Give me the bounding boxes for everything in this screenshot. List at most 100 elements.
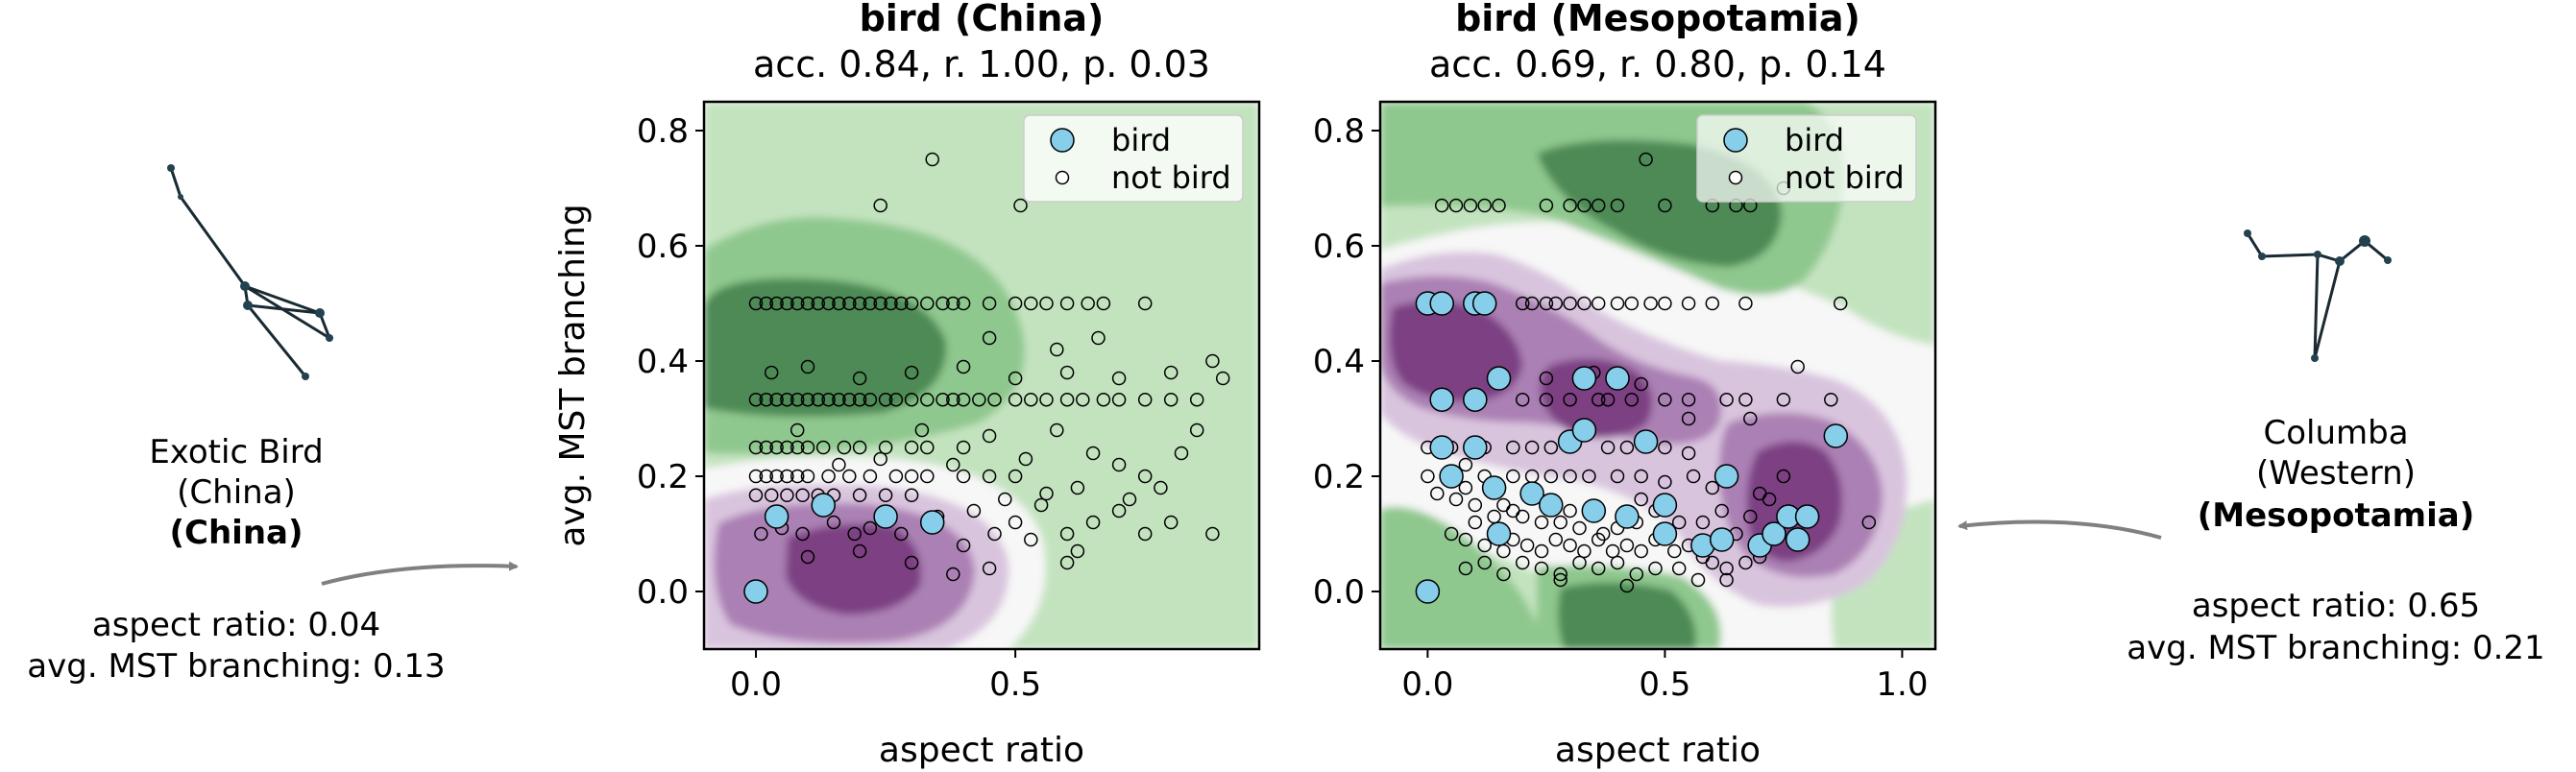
data-point-not-bird <box>1205 353 1220 369</box>
legend-marker-not-bird <box>1728 170 1743 185</box>
data-point-not-bird <box>904 392 919 407</box>
data-point-not-bird <box>1563 296 1577 311</box>
left-constellation-stars <box>167 164 333 380</box>
data-point-not-bird <box>1705 296 1720 311</box>
data-point-not-bird <box>852 392 867 407</box>
right-example-culture: (Mesopotamia) <box>2198 496 2475 535</box>
legend-marker-bird <box>1723 128 1748 153</box>
data-point-not-bird <box>852 296 867 311</box>
data-point-not-bird <box>878 440 893 455</box>
data-point-not-bird <box>1619 578 1635 593</box>
data-point-not-bird <box>1174 446 1189 461</box>
data-point-not-bird <box>1629 567 1644 582</box>
data-point-not-bird <box>904 296 919 311</box>
data-point-not-bird <box>1553 572 1567 588</box>
data-point-not-bird <box>1648 561 1663 576</box>
data-point-not-bird <box>1743 509 1758 524</box>
data-point-not-bird <box>1430 486 1445 501</box>
data-point-not-bird <box>1658 474 1672 490</box>
data-point-bird <box>1429 387 1454 412</box>
legend-label-not-bird: not bird <box>1785 159 1905 196</box>
data-point-not-bird <box>795 488 810 503</box>
data-point-not-bird <box>769 392 784 407</box>
data-point-not-bird <box>795 526 810 542</box>
data-point-not-bird <box>863 296 878 311</box>
legend: bird not bird <box>1696 114 1917 203</box>
data-point-not-bird <box>1519 538 1535 553</box>
data-point-not-bird <box>946 567 960 582</box>
data-point-not-bird <box>1681 411 1696 426</box>
data-point-not-bird <box>759 469 774 484</box>
data-point-not-bird <box>1050 422 1064 438</box>
data-point-not-bird <box>946 457 960 472</box>
data-point-not-bird <box>790 296 805 311</box>
y-tick-label: 0.0 <box>637 573 689 612</box>
data-point-not-bird <box>1619 440 1635 455</box>
data-point-not-bird <box>956 359 971 374</box>
data-point-not-bird <box>946 296 960 311</box>
region-purple-dark <box>786 523 922 615</box>
data-point-not-bird <box>1013 198 1028 213</box>
legend: bird not bird <box>1023 114 1244 203</box>
data-point-not-bird <box>1137 469 1153 484</box>
legend-marker-bird <box>1050 128 1075 153</box>
data-point-not-bird <box>852 440 867 455</box>
right-example-feature-branching: avg. MST branching: 0.21 <box>2126 629 2544 667</box>
data-point-not-bird <box>1137 526 1153 542</box>
right-example: Columba (Western) (Mesopotamia) aspect r… <box>1957 229 2545 667</box>
data-point-not-bird <box>1705 480 1720 495</box>
data-point-not-bird <box>1524 440 1540 455</box>
data-point-not-bird <box>1477 538 1492 553</box>
data-point-not-bird <box>800 549 815 565</box>
right-example-feature-aspect: aspect ratio: 0.65 <box>2192 587 2480 625</box>
chart-subtitle: acc. 0.69, r. 0.80, p. 0.14 <box>1429 43 1886 85</box>
left-example: Exotic Bird (China) (China) aspect ratio… <box>27 164 519 686</box>
data-point-not-bird <box>1543 469 1559 484</box>
data-point-not-bird <box>759 440 774 455</box>
data-point-not-bird <box>1477 555 1492 570</box>
data-point-not-bird <box>1059 526 1075 542</box>
data-point-not-bird <box>1643 296 1658 311</box>
data-point-not-bird <box>1458 561 1473 576</box>
region-purple-dark <box>1389 301 1842 562</box>
data-point-not-bird <box>946 392 960 407</box>
data-point-not-bird <box>1189 422 1204 438</box>
data-point-not-bird <box>821 469 836 484</box>
data-point-not-bird <box>1591 561 1606 576</box>
data-point-bird <box>1539 493 1564 518</box>
right-arrow <box>1957 519 2162 540</box>
y-tick-label: 0.2 <box>637 458 689 496</box>
data-point-not-bird <box>1634 469 1648 484</box>
data-point-not-bird <box>821 296 836 311</box>
data-point-not-bird <box>1743 411 1758 426</box>
data-point-not-bird <box>1591 198 1606 213</box>
data-point-not-bird <box>790 469 805 484</box>
data-point-not-bird <box>1861 515 1877 530</box>
data-point-not-bird <box>1539 296 1554 311</box>
data-point-bird <box>1571 366 1597 391</box>
data-point-not-bird <box>1548 296 1564 311</box>
data-point-not-bird <box>914 422 930 438</box>
data-point-not-bird <box>1658 440 1672 455</box>
data-point-not-bird <box>847 526 862 542</box>
chart-china: bird (China) acc. 0.84, r. 1.00, p. 0.03… <box>553 0 1261 770</box>
data-point-not-bird <box>1605 543 1620 559</box>
data-point-not-bird <box>832 392 846 407</box>
data-point-not-bird <box>998 492 1012 507</box>
data-point-not-bird <box>972 392 986 407</box>
data-point-not-bird <box>956 296 971 311</box>
series-bird <box>1415 291 1849 604</box>
data-point-not-bird <box>1189 392 1204 407</box>
data-point-not-bird <box>1458 457 1473 472</box>
data-point-bird <box>1463 435 1488 460</box>
y-tick-label: 0.4 <box>637 343 689 381</box>
data-point-not-bird <box>1496 543 1511 559</box>
data-point-not-bird <box>1591 296 1606 311</box>
data-point-bird <box>1429 435 1454 460</box>
data-point-not-bird <box>780 392 794 407</box>
data-point-not-bird <box>769 469 784 484</box>
data-point-not-bird <box>987 392 1002 407</box>
chart-mesopotamia: bird (Mesopotamia) acc. 0.69, r. 0.80, p… <box>1313 0 1937 770</box>
